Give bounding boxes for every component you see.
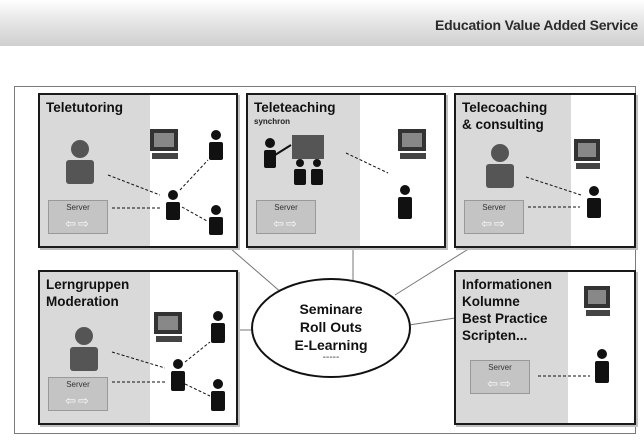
person-icon: [587, 186, 601, 218]
person-icon: [209, 205, 223, 235]
server-label: Server: [488, 363, 512, 372]
box-teleteaching: Teleteaching synchron Server ⇦⇨: [246, 93, 446, 248]
server-icon: Server ⇦⇨: [256, 200, 316, 234]
computer-icon: [150, 129, 178, 159]
box-title: Teleteaching: [254, 100, 336, 115]
connector-informationen: [408, 317, 456, 326]
center-dots: -----: [322, 352, 340, 363]
header-bar: Education Value Added Service: [0, 0, 644, 46]
whiteboard-icon: [292, 135, 324, 159]
server-icon: Server ⇦⇨: [48, 377, 108, 411]
person-icon: [66, 140, 94, 184]
computer-icon: [574, 139, 600, 169]
box-subtitle: synchron: [254, 117, 291, 126]
person-icon: [171, 359, 185, 391]
server-label: Server: [66, 203, 90, 212]
teacher-icon: [264, 138, 292, 168]
person-icon: [311, 159, 323, 185]
sync-arrows-icon: ⇦⇨: [481, 216, 507, 231]
center-text: Seminare Roll Outs E-Learning: [294, 301, 368, 353]
server-label: Server: [66, 380, 90, 389]
server-label: Server: [482, 203, 506, 212]
server-icon: Server ⇦⇨: [470, 360, 530, 394]
server-label: Server: [274, 203, 298, 212]
box-informationen: Informationen Kolumne Best Practice Scri…: [454, 270, 636, 425]
person-icon: [211, 379, 225, 411]
sync-arrows-icon: ⇦⇨: [65, 393, 91, 408]
person-icon: [398, 185, 412, 219]
server-icon: Server ⇦⇨: [464, 200, 524, 234]
box-teletutoring: Teletutoring Server ⇦⇨: [38, 93, 238, 248]
server-icon: Server ⇦⇨: [48, 200, 108, 234]
person-icon: [70, 327, 98, 371]
computer-icon: [154, 312, 182, 342]
box-title: Informationen Kolumne Best Practice Scri…: [462, 277, 552, 343]
box-telecoaching: Telecoaching & consulting Server ⇦⇨: [454, 93, 636, 248]
sync-arrows-icon: ⇦⇨: [273, 216, 299, 231]
connector-telecoaching: [394, 247, 471, 296]
computer-icon: [584, 286, 610, 316]
sync-arrows-icon: ⇦⇨: [487, 376, 513, 391]
center-ellipse: Seminare Roll Outs E-Learning -----: [251, 278, 411, 378]
person-icon: [166, 190, 180, 220]
person-icon: [294, 159, 306, 185]
sync-arrows-icon: ⇦⇨: [65, 216, 91, 231]
box-lerngruppen: Lerngruppen Moderation Server ⇦⇨: [38, 270, 238, 425]
diagram-frame: [14, 86, 636, 434]
person-icon: [486, 144, 514, 188]
box-title: Teletutoring: [46, 100, 123, 115]
person-icon: [595, 349, 609, 383]
person-icon: [211, 311, 225, 343]
person-icon: [209, 130, 223, 160]
computer-icon: [398, 129, 426, 159]
header-title: Education Value Added Service: [435, 17, 638, 33]
box-title: Telecoaching & consulting: [462, 100, 548, 132]
box-title: Lerngruppen Moderation: [46, 277, 130, 309]
